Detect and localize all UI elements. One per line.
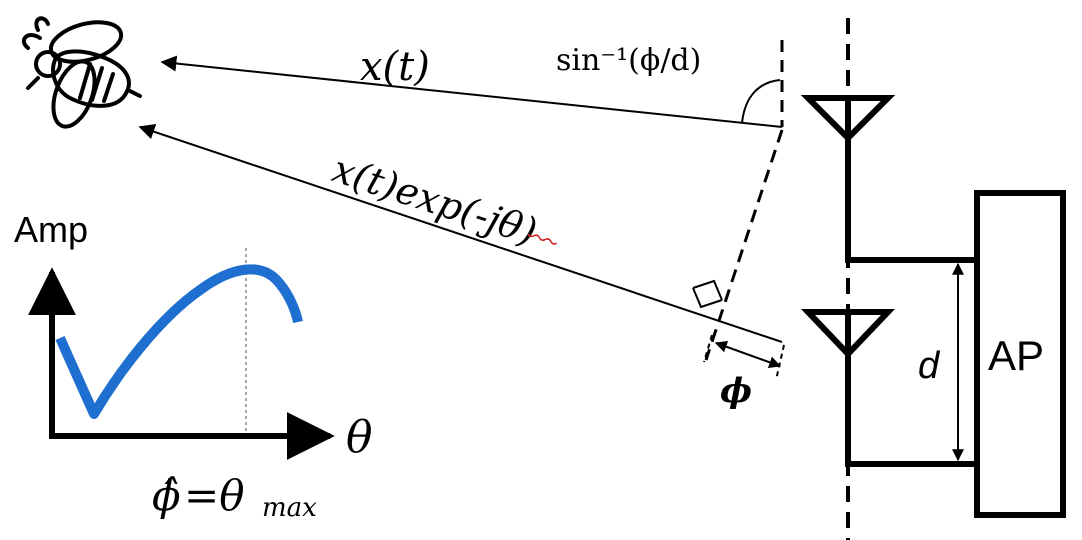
path-difference-label: ϕ <box>720 371 752 411</box>
estimate-subscript-label: max <box>262 493 317 523</box>
angle-arc <box>741 79 781 124</box>
direct-signal-arrow <box>160 55 783 128</box>
signal-direct-label: x(t) <box>360 44 430 90</box>
phi-tick-left <box>703 334 713 363</box>
theta-axis-label: θ <box>346 412 373 463</box>
angle-formula-label: sin⁻¹(ϕ/d) <box>556 43 701 78</box>
estimate-hat-label: ϕ̂ <box>152 471 181 520</box>
delayed-signal-arrow <box>138 123 783 343</box>
phi-arrow <box>714 341 782 368</box>
wavefront-dashed-line <box>704 129 784 361</box>
amp-axis-label: Amp <box>14 209 88 250</box>
right-angle-marker <box>692 287 723 309</box>
bee-icon <box>21 16 142 129</box>
amplitude-curve <box>55 264 303 419</box>
underline-squiggle <box>527 233 557 245</box>
antenna-bottom <box>801 309 895 464</box>
antenna-top <box>800 95 896 260</box>
phi-tick-right <box>775 344 785 381</box>
estimate-equals-label: =θ <box>184 471 244 520</box>
access-point-label: AP <box>988 332 1044 379</box>
antenna-spacing-label: d <box>918 345 941 387</box>
access-point-box <box>974 190 1066 518</box>
